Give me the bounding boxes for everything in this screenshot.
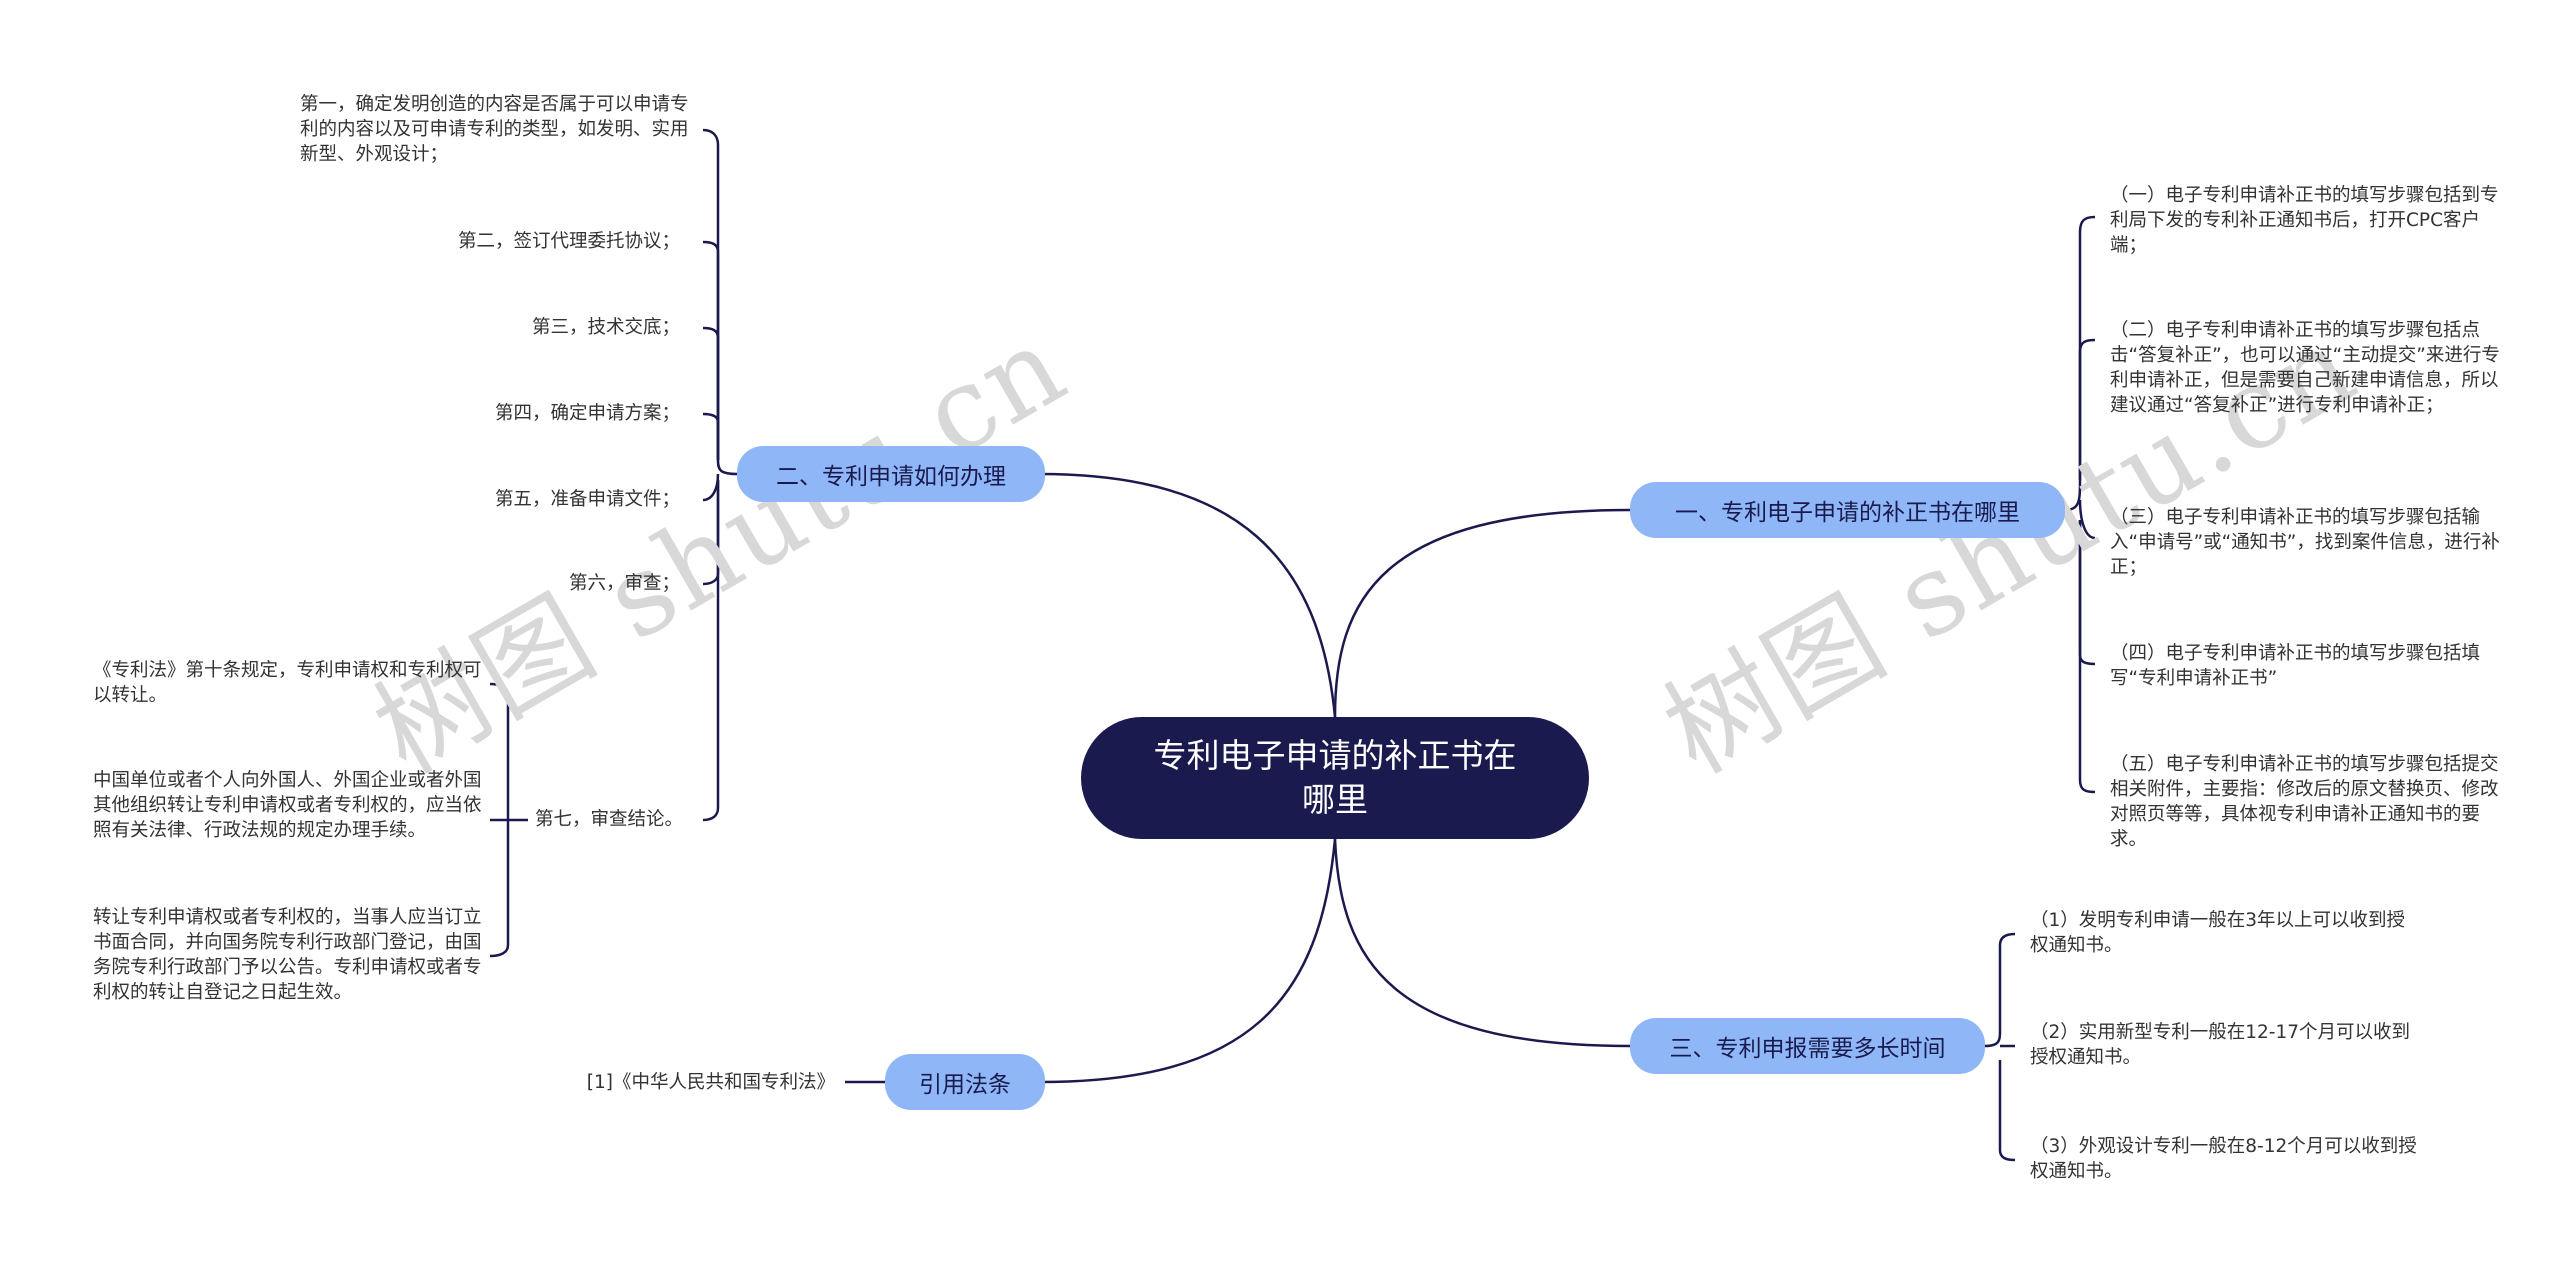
edge-root-b2 bbox=[1039, 472, 1337, 718]
b2-item-2: 第二，签订代理委托协议； bbox=[457, 231, 680, 252]
b2-item-6: 第六，审查； bbox=[568, 573, 680, 594]
b2-item-1: 第一，确定发明创造的内容是否属于可以申请专利的内容以及可申请专利的类型，如发明、… bbox=[300, 94, 689, 165]
b3-item-1: （1）发明专利申请一般在3年以上可以收到授权通知书。 bbox=[2030, 910, 2406, 956]
b2-sub-2: 中国单位或者个人向外国人、外国企业或者外国其他组织转让专利申请权或者专利权的，应… bbox=[93, 770, 482, 841]
branch-b2[interactable]: 二、专利申请如何办理 bbox=[737, 446, 1045, 502]
b1-item-1: （一）电子专利申请补正书的填写步骤包括到专利局下发的专利补正通知书后，打开CPC… bbox=[2110, 185, 2499, 256]
edge-root-b4 bbox=[1039, 838, 1337, 1084]
branch-b3[interactable]: 三、专利申报需要多长时间 bbox=[1630, 1018, 1985, 1074]
b1-item-4: （四）电子专利申请补正书的填写步骤包括填写“专利申请补正书” bbox=[2110, 643, 2481, 689]
b3-item-3: （3）外观设计专利一般在8-12个月可以收到授权通知书。 bbox=[2030, 1136, 2417, 1182]
b3-item-2: （2）实用新型专利一般在12-17个月可以收到授权通知书。 bbox=[2030, 1022, 2411, 1068]
branch-b4[interactable]: 引用法条 bbox=[885, 1054, 1045, 1110]
b2-item-7: 第七，审查结论。 bbox=[535, 809, 684, 830]
b2-sub-3: 转让专利申请权或者专利权的，当事人应当订立书面合同，并向国务院专利行政部门登记，… bbox=[93, 907, 482, 1003]
b1-item-2: （二）电子专利申请补正书的填写步骤包括点击“答复补正”，也可以通过“主动提交”来… bbox=[2110, 320, 2500, 416]
edge-root-b3 bbox=[1333, 838, 1631, 1048]
b2-sub-1: 《专利法》第十条规定，专利申请权和专利权可以转让。 bbox=[93, 660, 482, 706]
b1-item-5: （五）电子专利申请补正书的填写步骤包括提交相关附件，主要指：修改后的原文替换页、… bbox=[2110, 754, 2499, 850]
b2-item-5: 第五，准备申请文件； bbox=[494, 489, 680, 510]
edge-root-b1 bbox=[1333, 508, 1631, 718]
b4-item-1: [1]《中华人民共和国专利法》 bbox=[586, 1072, 835, 1093]
b1-item-3: （三）电子专利申请补正书的填写步骤包括输入“申请号”或“通知书”，找到案件信息，… bbox=[2110, 507, 2500, 578]
branch-b1[interactable]: 一、专利电子申请的补正书在哪里 bbox=[1630, 482, 2065, 538]
b2-item-4: 第四，确定申请方案； bbox=[494, 403, 680, 424]
root-node[interactable]: 专利电子申请的补正书在哪里 bbox=[1081, 717, 1589, 839]
b2-item-3: 第三，技术交底； bbox=[531, 317, 680, 338]
